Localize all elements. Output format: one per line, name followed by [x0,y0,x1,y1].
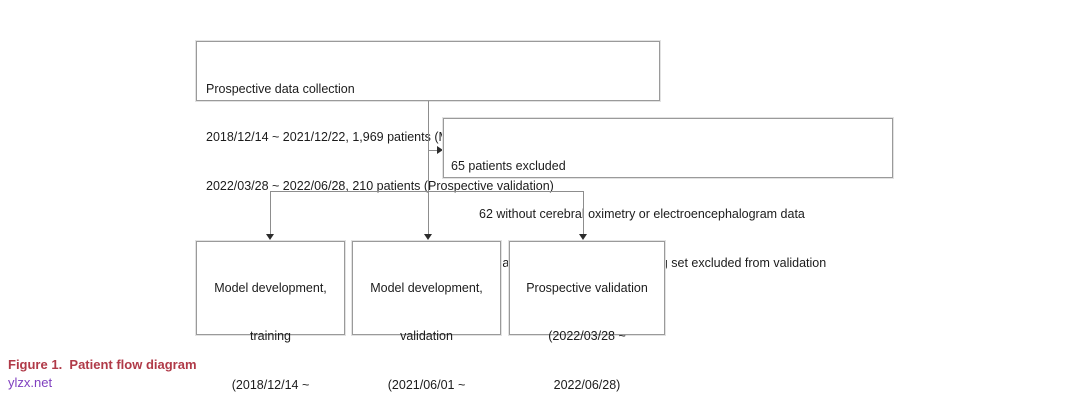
connector-trunk-vertical [428,101,429,192]
prospective-line-1: Prospective validation [526,280,648,295]
validation-line-3: (2021/06/01 ~ [387,378,466,393]
arrowhead-prospective-icon [579,234,587,240]
arrowhead-validation-icon [424,234,432,240]
outcome-box-prospective-validation: Prospective validation (2022/03/28 ~ 202… [509,241,665,392]
connector-drop-validation [428,191,429,235]
outcome-box-model-development-training: Model development, training (2018/12/14 … [196,241,345,392]
connector-drop-training [270,191,271,235]
outcome-box-model-development-validation: Model development, validation (2021/06/0… [352,241,501,392]
prospective-line-2: (2022/03/28 ~ [548,329,626,344]
arrowhead-to-excluded-icon [437,146,443,154]
connector-drop-prospective [583,191,584,235]
excluded-line-1: 65 patients excluded [451,158,566,173]
connector-distribution-bar [270,191,584,192]
figure-caption: Figure 1. Patient flow diagram [8,357,197,372]
training-line-3: (2018/12/14 ~ [231,378,310,393]
source-line-1: Prospective data collection [206,81,355,96]
excluded-line-2: 62 without cerebral oximetry or electroe… [479,207,805,222]
watermark-text: ylzx.net [8,375,53,390]
training-line-1: Model development, [214,280,327,295]
validation-line-1: Model development, [370,280,483,295]
validation-line-2: validation [400,329,453,344]
training-line-2: training [250,329,291,344]
source-line-3: 2022/03/28 ~ 2022/06/28, 210 patients (P… [206,179,554,194]
arrowhead-training-icon [266,234,274,240]
excluded-patients-box: 65 patients excluded 62 without cerebral… [443,118,893,270]
connector-branch-to-excluded [428,150,440,151]
source-data-box: Prospective data collection 2018/12/14 ~… [196,41,660,193]
prospective-line-3: 2022/06/28) [553,378,621,393]
